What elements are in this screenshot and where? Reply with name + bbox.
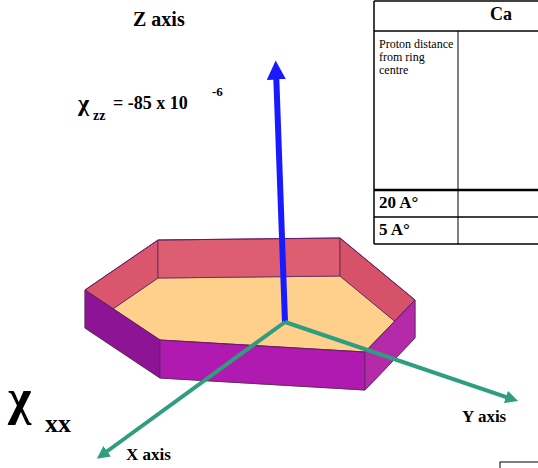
- z-axis-arrow: [276, 70, 285, 322]
- y-axis-arrow: [285, 322, 512, 399]
- axis-label: Z axis: [133, 8, 185, 30]
- table-header: Ca: [490, 5, 512, 25]
- x-axis-arrow: [102, 322, 285, 455]
- hexagon-ring: [85, 238, 415, 390]
- chi-symbol: χ: [8, 372, 31, 422]
- formula-text: = -85 x 10: [113, 94, 188, 114]
- subscript: zz: [93, 108, 105, 123]
- table-cell: 20 A°: [379, 194, 418, 213]
- axis-label: Y axis: [462, 408, 506, 427]
- table-cell: Proton distance from ring centre: [379, 38, 455, 78]
- partial-box: [500, 462, 538, 468]
- subscript: xx: [45, 410, 71, 439]
- table-grid: [374, 1, 538, 244]
- table-cell: 5 A°: [379, 221, 410, 240]
- chi-symbol: χ: [78, 90, 89, 116]
- superscript: -6: [212, 85, 223, 99]
- axis-label: X axis: [126, 446, 171, 465]
